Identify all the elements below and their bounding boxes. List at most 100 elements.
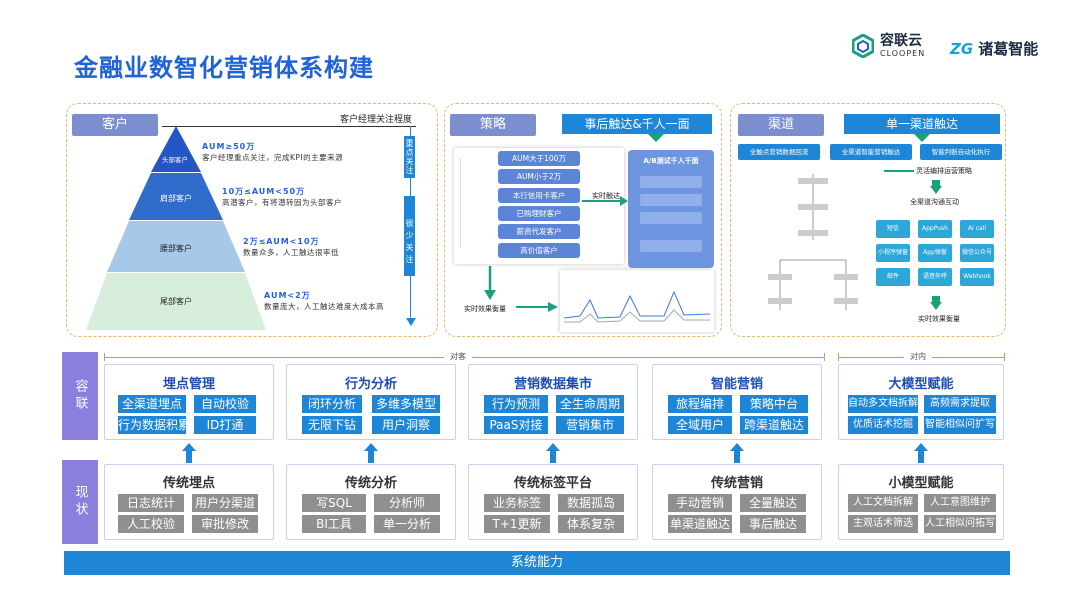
scope-outer-label: 对客 [444, 351, 472, 362]
col-bottom-1-title: 传统埋点 [162, 476, 215, 491]
chip-bottom-3-3: T+1更新 [484, 515, 550, 533]
strategy-item-6[interactable]: 高价值客户 [498, 243, 580, 258]
realtime-reach-label: 实时触达 [592, 192, 620, 200]
chip-bottom-5-2: 人工意图维护 [924, 494, 996, 512]
chip-top-5-2: 高频需求提取 [924, 395, 996, 413]
level-head-2: 10万≤AUM<50万 [222, 187, 306, 196]
col-top-3-title: 营销数据集市 [513, 377, 592, 392]
col-top-5-title: 大模型赋能 [888, 377, 954, 392]
pyramid-level-3 [107, 221, 245, 272]
channel-measure-arrow-icon [930, 296, 942, 310]
channel-tag: 渠道 [738, 114, 824, 136]
chip-top-3-2: 全生命周期 [556, 395, 624, 413]
scope-inner-label: 对内 [904, 351, 932, 362]
zg-mark: ZG [950, 39, 974, 58]
scope-outer-left-tick [104, 353, 105, 361]
level-text-4: 数量庞大，人工触达难度大成本高 [264, 302, 384, 311]
ab-test-title: A/B测试千人千面 [643, 157, 699, 165]
chip-top-1-2: 自动校验 [194, 395, 256, 413]
level-name-2: 肩部客户 [160, 194, 192, 203]
level-desc-1: AUM≥50万 客户经理重点关注，完成KPI的主要来源 [202, 141, 343, 163]
channel-chip-3: 智能判断自动化执行 [920, 144, 1002, 160]
chip-top-4-1: 旅程编排 [668, 395, 732, 413]
scope-inner-right-tick [1004, 353, 1005, 361]
flow-diagram [760, 170, 866, 326]
ab-row-4 [640, 240, 702, 252]
chip-top-2-2: 多维多模型 [372, 395, 440, 413]
pyramid-level-1 [151, 126, 201, 172]
realtime-measure-label: 实时效果衡量 [464, 305, 506, 313]
ab-row-3 [640, 212, 702, 224]
chip-top-1-1: 全渠道埋点 [118, 395, 186, 413]
channel-app-popup: App弹窗 [918, 244, 952, 262]
attention-underline [162, 126, 416, 127]
strategy-item-3[interactable]: 本行信用卡客户 [498, 188, 580, 203]
channel-chip-1: 全触点营销数据回流 [738, 144, 820, 160]
channel-banner: 单一渠道触达 [844, 114, 1000, 134]
col-top-2-title: 行为分析 [344, 377, 397, 392]
chip-top-5-1: 自动多文档拆解 [848, 395, 918, 413]
mini-list [460, 158, 490, 248]
channel-aicall: AI call [960, 220, 994, 238]
attention-title: 客户经理关注程度 [340, 115, 413, 125]
banner-arrow-down-icon [648, 134, 664, 142]
attention-arrow-down-icon [406, 318, 416, 326]
channel-measure-label: 实时效果衡量 [918, 315, 960, 323]
chip-bottom-5-1: 人工文档拆解 [848, 494, 918, 512]
level-head-3: 2万≤AUM<10万 [243, 237, 320, 246]
chip-bottom-5-4: 人工相似问拓写 [924, 515, 996, 533]
chip-bottom-4-4: 事后触达 [740, 515, 806, 533]
cloopen-logo: 容联云 CLOOPEN [852, 34, 925, 58]
chip-bottom-4-1: 手动营销 [668, 494, 732, 512]
chip-top-4-2: 策略中台 [740, 395, 808, 413]
level-desc-3: 2万≤AUM<10万 数量众多，人工触达很率低 [243, 236, 339, 258]
chip-bottom-3-4: 体系复杂 [558, 515, 624, 533]
chip-top-3-3: PaaS对接 [484, 416, 548, 434]
channel-voice: 语音外呼 [918, 268, 952, 286]
chip-top-5-4: 智能相似问扩写 [924, 416, 996, 434]
chip-bottom-1-2: 用户分渠道 [192, 494, 258, 512]
up-arrow-icon-1 [182, 443, 196, 463]
level-text-3: 数量众多，人工触达很率低 [243, 248, 339, 257]
level-name-4: 尾部客户 [160, 297, 192, 306]
pyramid-level-2 [129, 173, 223, 220]
customer-tag: 客户 [72, 114, 158, 136]
col-bottom-5-title: 小模型赋能 [888, 476, 954, 491]
reach-arrow-icon [582, 196, 628, 206]
chip-top-4-3: 全域用户 [668, 416, 732, 434]
chip-top-5-3: 优质话术挖掘 [848, 416, 918, 434]
strategy-tag: 策略 [450, 114, 536, 136]
up-arrow-icon-2 [364, 443, 378, 463]
strategy-item-1[interactable]: AUM大于100万 [498, 151, 580, 166]
low-focus-label: 很少关注 [404, 196, 415, 276]
measure-right-arrow-icon [516, 302, 558, 312]
chip-top-2-3: 无限下钻 [302, 416, 362, 434]
customer-pyramid [86, 126, 266, 330]
chip-bottom-1-4: 审批修改 [192, 515, 258, 533]
channel-chip-2: 全渠道智能营销触达 [830, 144, 912, 160]
col-bottom-4-title: 传统营销 [710, 476, 763, 491]
strategy-item-5[interactable]: 薪资代发客户 [498, 224, 580, 239]
flex-arrow-icon [884, 170, 914, 172]
level-name-3: 腰部客户 [160, 244, 192, 253]
cloopen-hex-icon [852, 34, 874, 58]
chip-bottom-4-2: 全量触达 [740, 494, 806, 512]
channel-sms: 短信 [876, 220, 910, 238]
chip-bottom-1-1: 日志统计 [118, 494, 184, 512]
page-title: 金融业数智化营销体系构建 [74, 54, 374, 82]
chip-bottom-2-1: 写SQL [302, 494, 366, 512]
channel-miniprogram: 小程序弹窗 [876, 244, 910, 262]
focus-label: 重点关注 [404, 136, 415, 178]
scope-inner-left-tick [838, 353, 839, 361]
omni-label: 全渠道沟通互动 [910, 198, 959, 206]
strategy-item-4[interactable]: 已购理财客户 [498, 206, 580, 221]
up-arrow-icon-3 [546, 443, 560, 463]
chip-top-3-4: 营销集市 [556, 416, 624, 434]
ab-row-2 [640, 194, 702, 206]
strategy-item-2[interactable]: AUM小于2万 [498, 169, 580, 184]
chip-bottom-4-3: 单渠道触达 [668, 515, 732, 533]
chip-top-2-4: 用户洞察 [372, 416, 440, 434]
chip-bottom-2-3: BI工具 [302, 515, 366, 533]
cloopen-en: CLOOPEN [880, 49, 926, 58]
col-top-4-title: 智能营销 [710, 377, 763, 392]
